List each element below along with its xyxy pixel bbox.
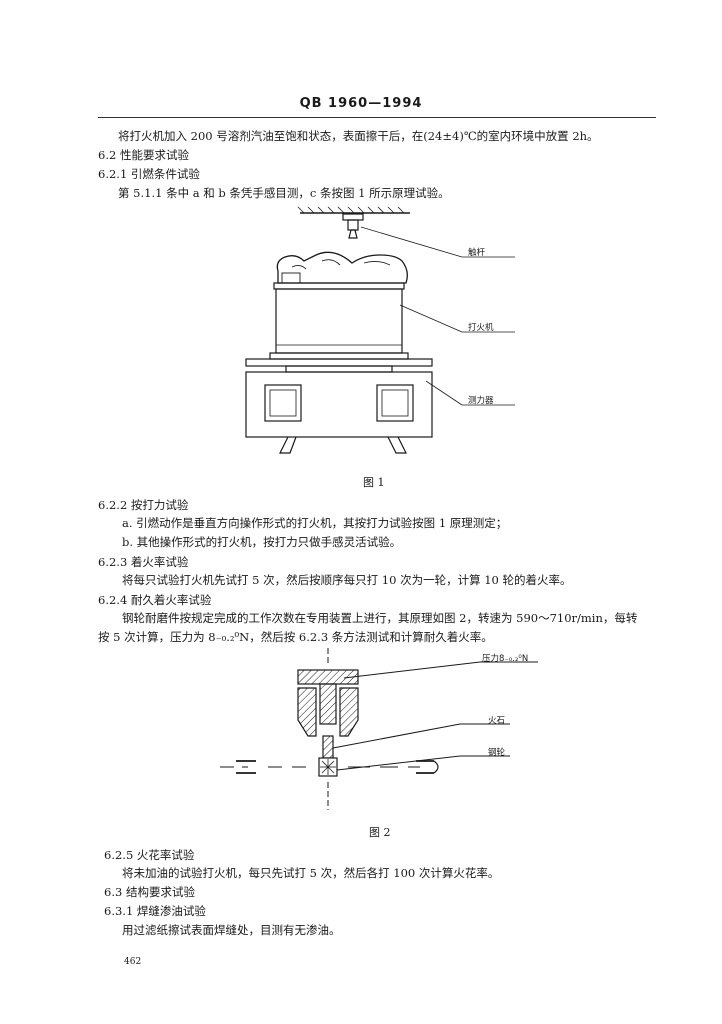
label-lighter: 打火机: [468, 323, 494, 333]
section-6-2-heading: 6.2 性能要求试验: [98, 148, 189, 162]
paragraph-6-2-4-line2: 按 5 次计算，压力为 8₋₀.₂⁰N，然后按 6.2.3 条方法测试和计算耐久…: [98, 630, 493, 644]
header-rule: [98, 117, 656, 118]
section-6-2-2-heading: 6.2.2 按打力试验: [98, 498, 189, 512]
label-steel-wheel: 钢轮: [488, 748, 506, 758]
page-header-code: QB 1960—1994: [299, 96, 423, 111]
section-6-3-1-heading: 6.3.1 焊缝渗油试验: [104, 904, 206, 918]
section-6-2-4-heading: 6.2.4 耐久着火率试验: [98, 593, 212, 607]
paragraph-6-2-4-line1: 钢轮耐磨件按规定完成的工作次数在专用装置上进行，其原理如图 2，转速为 590～…: [122, 611, 638, 625]
label-pressure: 压力8₋₀.₂⁰N: [482, 654, 529, 664]
figure-2-caption: 图 2: [369, 826, 391, 839]
figure-1-caption: 图 1: [363, 476, 385, 489]
label-flint: 火石: [488, 716, 506, 726]
paragraph-6-3-1: 用过滤纸擦试表面焊缝处，目测有无渗油。: [122, 923, 341, 937]
paragraph-6-2-3: 将每只试验打火机先试打 5 次，然后按顺序每只打 10 次为一轮，计算 10 轮…: [122, 573, 572, 587]
paragraph-6-2-5: 将未加油的试验打火机，每只先试打 5 次，然后各打 100 次计算火花率。: [122, 866, 500, 880]
label-force-gauge: 测力器: [468, 396, 494, 406]
paragraph-conditioning: 将打火机加入 200 号溶剂汽油至饱和状态，表面擦干后，在(24±4)℃的室内环…: [118, 129, 599, 143]
label-contact-rod: 触杆: [468, 248, 486, 258]
section-6-2-5-heading: 6.2.5 火花率试验: [104, 848, 195, 862]
figure-2-diagram: [220, 648, 538, 810]
paragraph-6-2-1: 第 5.1.1 条中 a 和 b 条凭手感目测，c 条按图 1 所示原理试验。: [118, 186, 450, 200]
figure-1-diagram: [245, 206, 515, 454]
section-6-2-3-heading: 6.2.3 着火率试验: [98, 555, 189, 569]
section-6-2-1-heading: 6.2.1 引燃条件试验: [98, 167, 200, 181]
paragraph-6-2-2-a: a. 引燃动作是垂直方向操作形式的打火机，其按打力试验按图 1 原理测定；: [122, 516, 508, 530]
page-number: 462: [124, 957, 142, 967]
section-6-3-heading: 6.3 结构要求试验: [104, 885, 195, 899]
paragraph-6-2-2-b: b. 其他操作形式的打火机，按打力只做手感灵活试验。: [122, 535, 402, 549]
